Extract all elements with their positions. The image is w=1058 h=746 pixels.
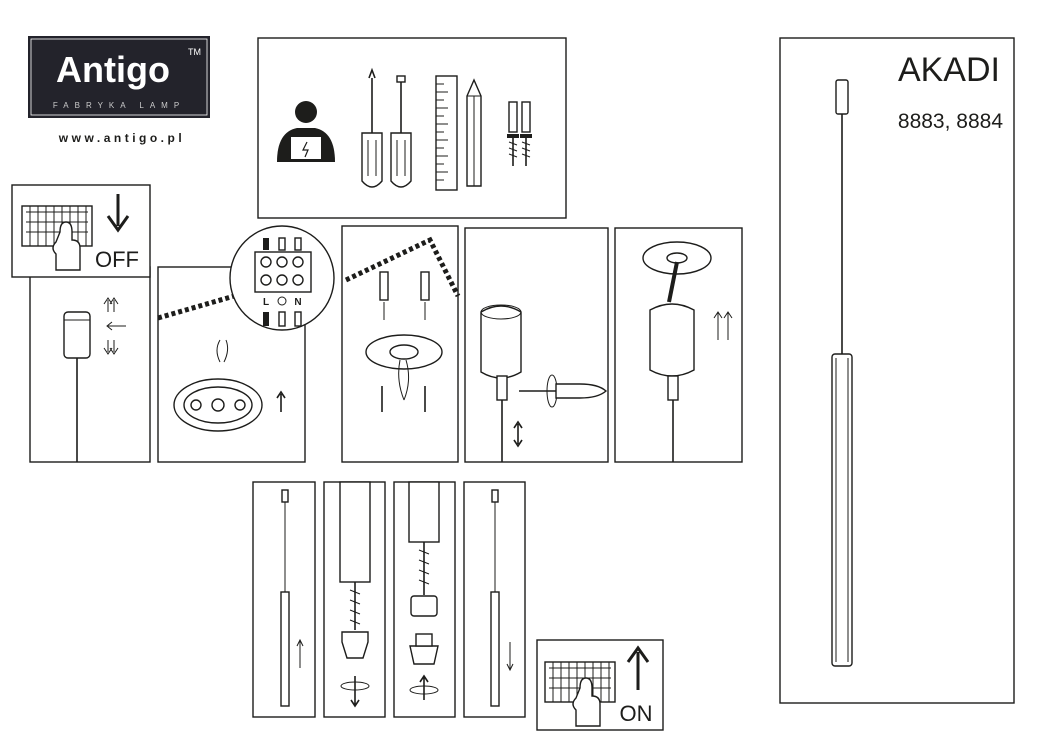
pendant-lamp-drawing (831, 79, 853, 667)
cable-fix-step (464, 227, 609, 463)
logo-brand: Antigo (56, 49, 170, 90)
terminal-block-inset: L N (229, 225, 335, 331)
brand-logo: Antigo TM FABRYKA LAMP www.antigo.pl (28, 36, 210, 145)
electrician-icon (277, 101, 335, 162)
power-on-label: ON (620, 701, 653, 726)
power-off-step: OFF (11, 184, 151, 463)
insert-bulb-step (323, 481, 386, 718)
circuit-breaker-icon (21, 205, 93, 271)
hang-lamp-step (252, 481, 316, 718)
lamp-complete-step (463, 481, 526, 718)
terminal-live-label: L (263, 297, 269, 308)
ruler-icon (435, 75, 458, 191)
arrow-down-icon (106, 194, 130, 233)
wall-plugs-icon (507, 101, 532, 166)
product-name: AKADI (898, 51, 1000, 89)
product-codes: 8883, 8884 (898, 110, 1003, 133)
terminal-neutral-label: N (294, 297, 301, 308)
logo-url: www.antigo.pl (58, 131, 185, 145)
canopy-remove-drawing (63, 297, 126, 462)
screwdriver-phillips-icon (361, 67, 383, 188)
circuit-breaker-icon (544, 661, 616, 727)
power-off-label: OFF (95, 247, 139, 272)
tools-panel (257, 37, 567, 219)
canopy-attach-step (614, 227, 743, 463)
product-panel: AKADI 8883, 8884 (779, 37, 1015, 704)
logo-trademark: TM (188, 47, 201, 57)
remove-bulb-step (393, 481, 456, 718)
drilling-step (341, 225, 461, 463)
logo-tagline: FABRYKA LAMP (53, 101, 185, 110)
pencil-icon (466, 78, 482, 187)
earth-icon (277, 296, 287, 306)
power-on-step: ON (536, 639, 664, 731)
screwdriver-flat-icon (390, 75, 412, 188)
arrow-up-icon (626, 645, 650, 690)
